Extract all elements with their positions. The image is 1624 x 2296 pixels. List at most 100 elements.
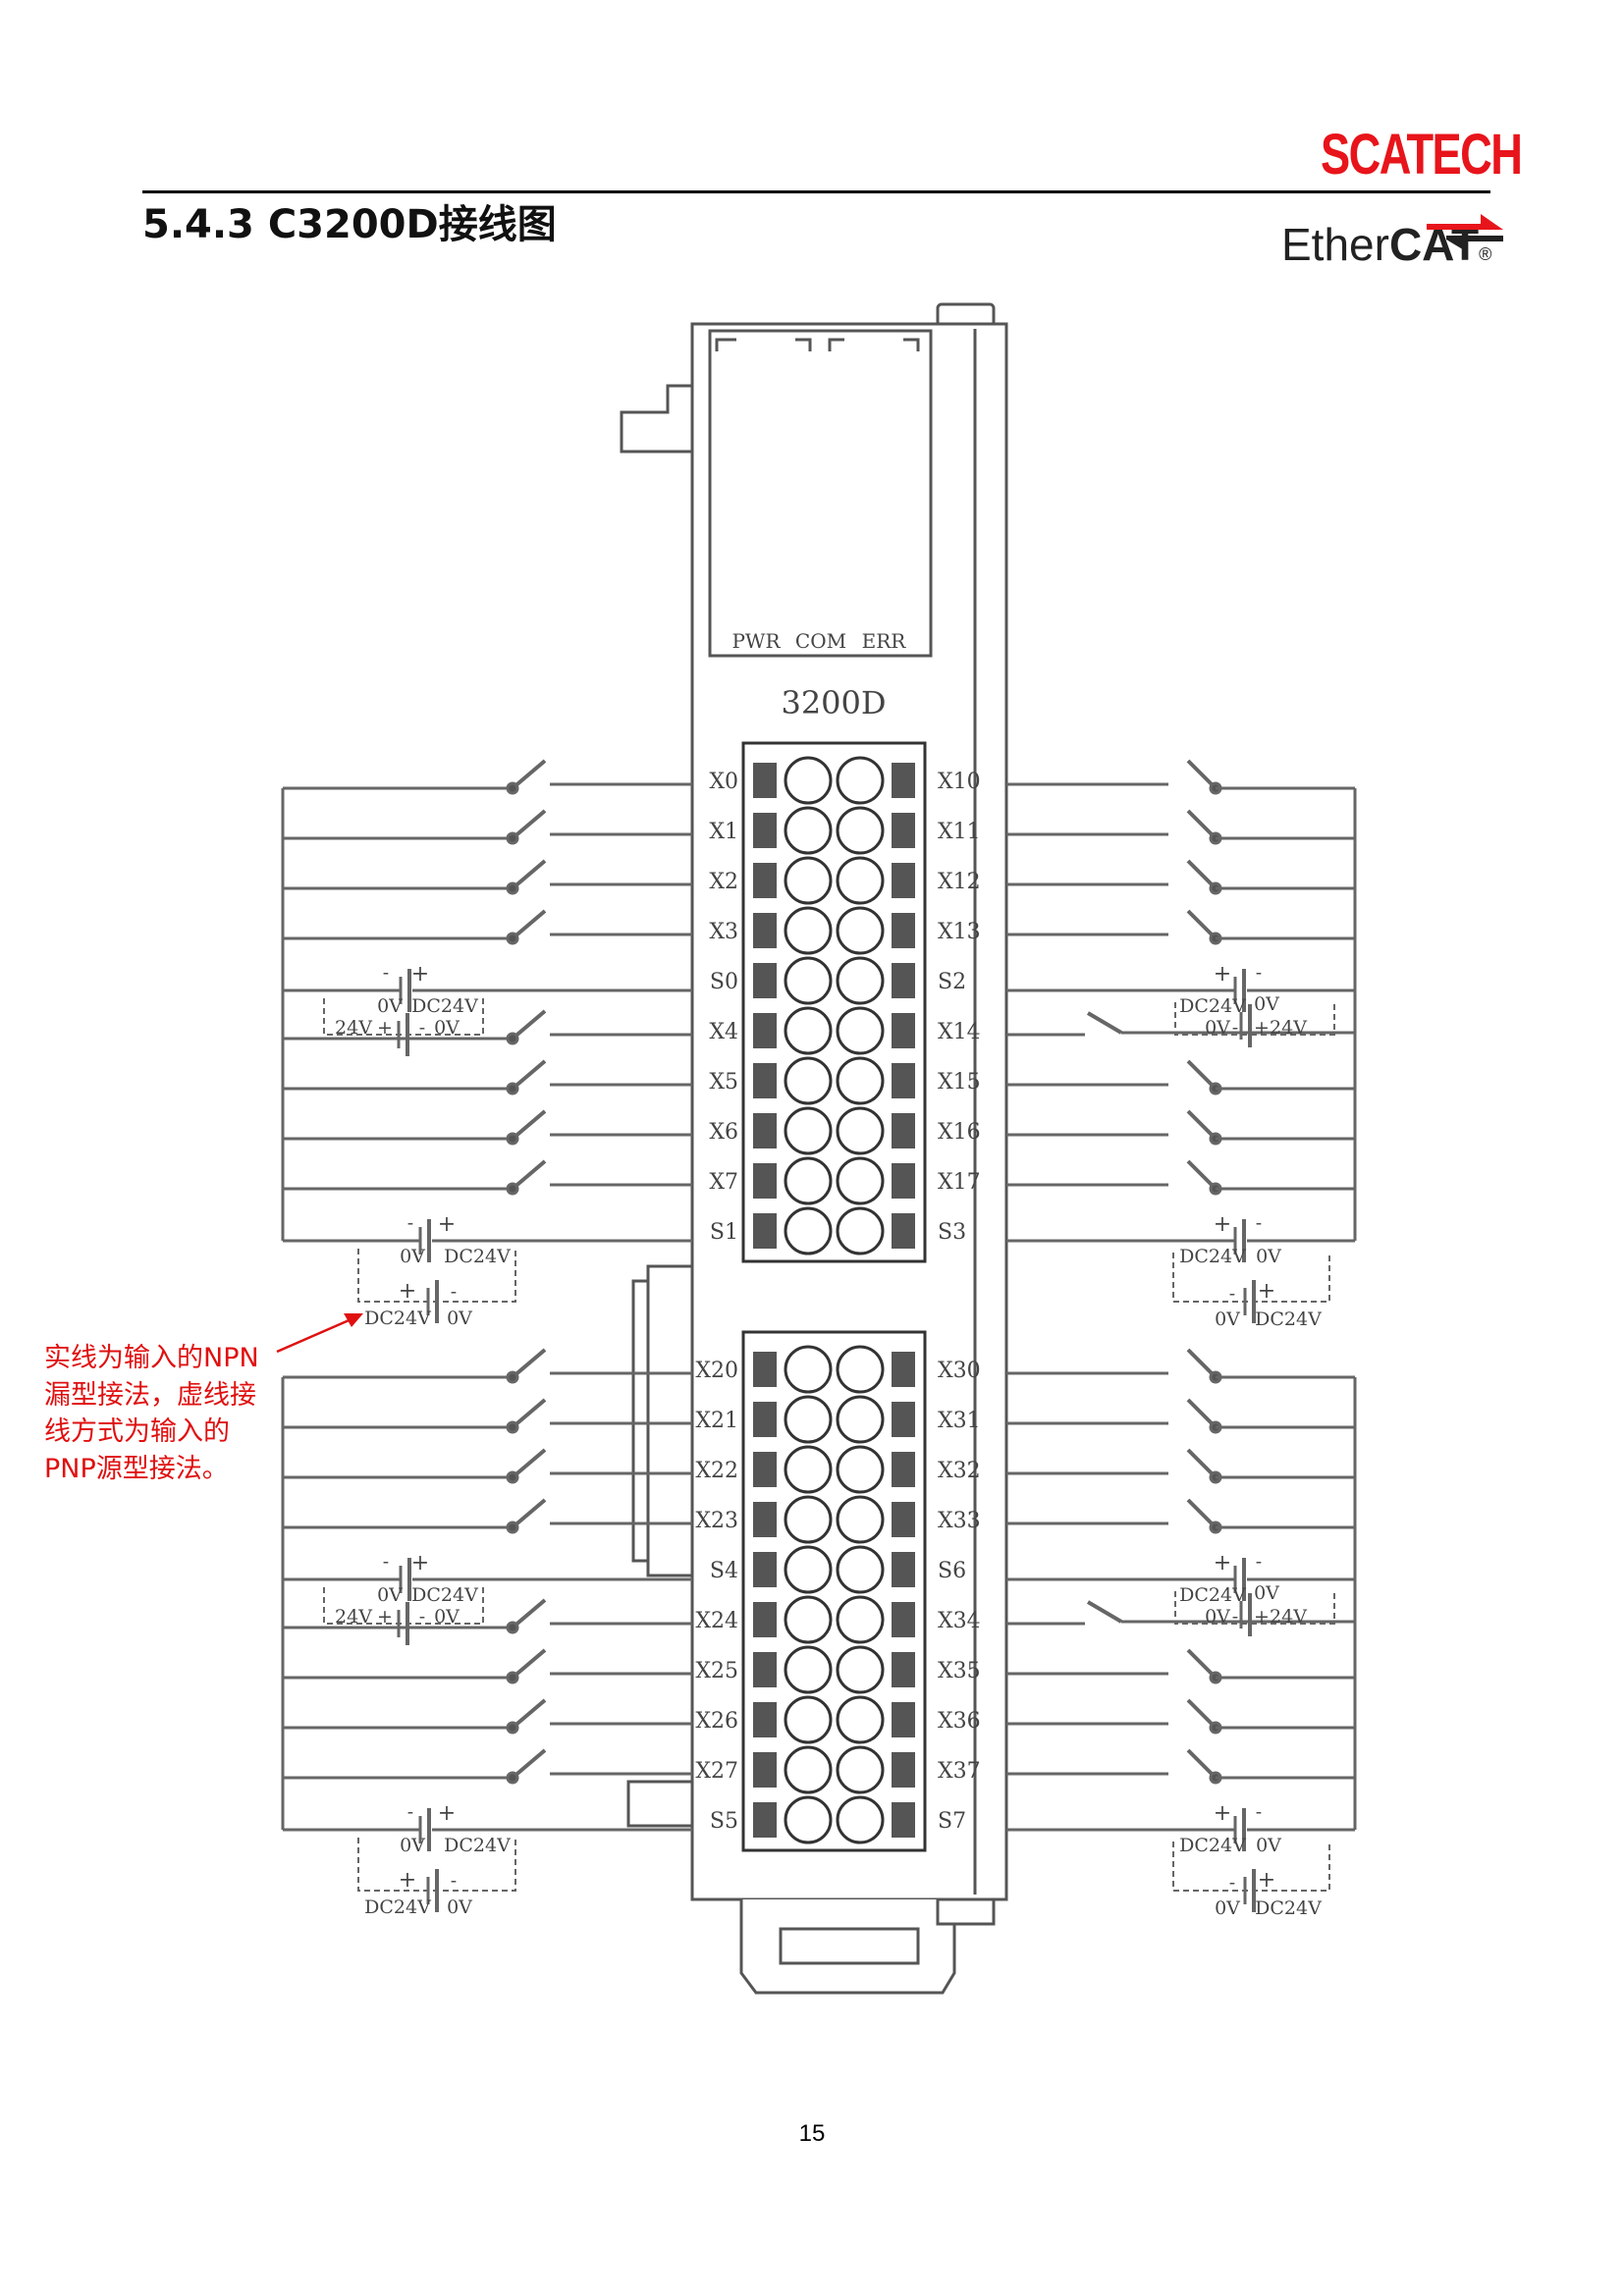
battery-label: DC24V — [444, 1246, 511, 1267]
terminal-hole[interactable] — [784, 1156, 833, 1205]
terminal-hole[interactable] — [784, 1545, 833, 1594]
switch-icon — [511, 1059, 547, 1091]
switch-icon — [511, 809, 547, 840]
terminal-hole[interactable] — [836, 1495, 885, 1544]
wiring-note: 实线为输入的NPN 漏型接法，虚线接 线方式为输入的 PNP源型接法。 — [44, 1340, 290, 1487]
terminal-label: X37 — [938, 1759, 981, 1784]
terminal-label: X4 — [709, 1020, 738, 1044]
terminal-hole[interactable] — [784, 1795, 833, 1844]
terminal-label: S0 — [710, 970, 738, 994]
terminal-hole[interactable] — [784, 1495, 833, 1544]
note-arrow — [276, 1316, 354, 1354]
page-number: 15 — [798, 2120, 826, 2147]
terminal-hole[interactable] — [836, 1156, 885, 1205]
terminal-hole[interactable] — [784, 1695, 833, 1744]
note-line: 线方式为输入的 — [44, 1416, 230, 1447]
terminal-hole[interactable] — [836, 806, 885, 855]
terminal-label: S3 — [938, 1220, 966, 1245]
header-rule — [142, 190, 1490, 193]
switch-icon — [1186, 1059, 1218, 1091]
terminal-hole[interactable] — [784, 806, 833, 855]
battery-label: 0V — [1256, 1246, 1281, 1267]
spring-slot — [753, 1063, 777, 1098]
terminal-hole[interactable] — [836, 956, 885, 1005]
battery-label: - — [407, 1801, 413, 1823]
terminal-label: X20 — [695, 1359, 738, 1383]
terminal-hole[interactable] — [784, 1445, 833, 1494]
switch-icon — [1186, 1159, 1218, 1191]
terminal-label: S5 — [710, 1809, 738, 1834]
terminal-hole[interactable] — [784, 1106, 833, 1155]
terminal-hole[interactable] — [784, 1595, 833, 1644]
spring-slot — [892, 763, 915, 798]
spring-slot — [892, 1213, 915, 1249]
note-line: 实线为输入的NPN — [44, 1343, 259, 1373]
terminal-hole[interactable] — [784, 1006, 833, 1055]
terminal-label: X25 — [695, 1659, 738, 1683]
terminal-hole[interactable] — [836, 1106, 885, 1155]
switch-icon — [1186, 909, 1218, 940]
terminal-hole[interactable] — [836, 1795, 885, 1844]
terminal-hole[interactable] — [836, 1645, 885, 1694]
switch-icon — [1186, 759, 1218, 790]
terminal-hole[interactable] — [836, 1206, 885, 1255]
terminal-label: X16 — [938, 1120, 981, 1145]
terminal-hole[interactable] — [784, 1345, 833, 1394]
terminal-hole[interactable] — [836, 1695, 885, 1744]
terminal-hole[interactable] — [836, 1006, 885, 1055]
terminal-hole[interactable] — [784, 1745, 833, 1794]
terminal-label: X36 — [938, 1709, 981, 1734]
battery-label: + — [377, 1017, 393, 1039]
pnp-dashed-wire — [1172, 1842, 1330, 1892]
terminal-hole[interactable] — [836, 1345, 885, 1394]
spring-slot — [753, 863, 777, 898]
spring-slot — [753, 1502, 777, 1537]
spring-slot — [753, 1702, 777, 1737]
terminal-hole[interactable] — [836, 756, 885, 805]
switch-contact — [506, 1182, 519, 1196]
terminal-hole[interactable] — [784, 756, 833, 805]
terminal-label: X15 — [938, 1070, 981, 1095]
spring-slot — [892, 1602, 915, 1637]
terminal-hole[interactable] — [784, 1645, 833, 1694]
switch-icon — [511, 1009, 547, 1041]
spring-slot — [753, 1752, 777, 1788]
battery-label: 0V — [1254, 993, 1279, 1015]
terminal-label: X14 — [938, 1020, 981, 1044]
switch-icon — [511, 1348, 547, 1379]
terminal-hole[interactable] — [836, 1395, 885, 1444]
terminal-hole[interactable] — [836, 1445, 885, 1494]
terminal-hole[interactable] — [836, 1056, 885, 1105]
switch-icon — [1186, 1698, 1218, 1730]
terminal-hole[interactable] — [836, 1545, 885, 1594]
terminal-label: S7 — [938, 1809, 966, 1834]
terminal-label: S2 — [938, 970, 966, 994]
spring-slot — [892, 1552, 915, 1587]
battery-label: DC24V — [1179, 995, 1246, 1017]
battery-label: - — [1232, 1606, 1238, 1628]
terminal-hole[interactable] — [836, 856, 885, 905]
terminal-label: X26 — [695, 1709, 738, 1734]
battery-label: + — [1258, 1279, 1275, 1304]
terminal-hole[interactable] — [836, 1595, 885, 1644]
spring-slot — [753, 1452, 777, 1487]
battery-label: - — [451, 1281, 457, 1303]
terminal-label: X34 — [938, 1609, 981, 1633]
terminal-label: X7 — [709, 1170, 738, 1195]
battery-label: + — [1254, 1606, 1270, 1628]
terminal-hole[interactable] — [784, 1056, 833, 1105]
terminal-label: X13 — [938, 920, 981, 944]
switch-contact — [506, 1470, 519, 1484]
battery-label: DC24V — [1179, 1246, 1246, 1267]
switch-icon — [511, 1498, 547, 1529]
terminal-hole[interactable] — [836, 906, 885, 955]
terminal-hole[interactable] — [784, 906, 833, 955]
terminal-label: X21 — [695, 1409, 738, 1433]
terminal-hole[interactable] — [784, 856, 833, 905]
terminal-hole[interactable] — [784, 1206, 833, 1255]
battery-label: 0V — [434, 1606, 460, 1628]
terminal-hole[interactable] — [784, 1395, 833, 1444]
spring-slot — [753, 1352, 777, 1387]
terminal-hole[interactable] — [784, 956, 833, 1005]
terminal-hole[interactable] — [836, 1745, 885, 1794]
